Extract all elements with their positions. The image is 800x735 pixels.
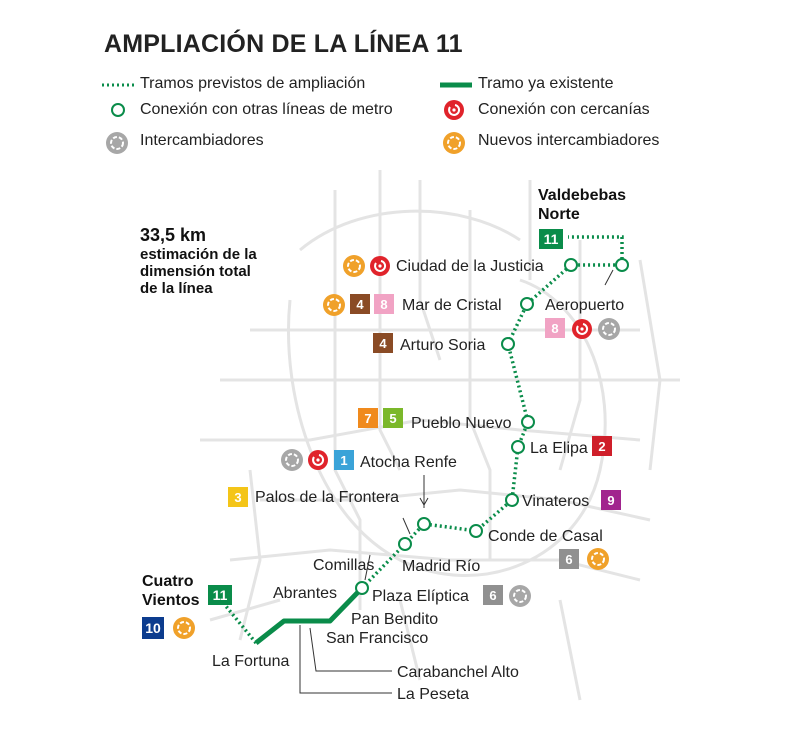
legend-solid-line-icon: [440, 82, 472, 88]
line-badge-8-mar-de-cristal: [374, 294, 394, 314]
line-badge-8-aeropuerto: [545, 318, 565, 338]
station-label-aeropuerto: Aeropuerto: [545, 297, 624, 314]
station-label-plaza-eliptica: Plaza Elíptica: [372, 588, 469, 605]
line-badge-1-atocha-renfe-text: 1: [340, 453, 347, 468]
station-label-la-peseta: La Peseta: [397, 686, 469, 703]
line-badge-6-plaza-eliptica-text: 6: [489, 588, 496, 603]
line-badge-4-mar-de-cristal: [350, 294, 370, 314]
line-badge-4-arturo-soria-text: 4: [379, 336, 387, 351]
station-label-carabanchel-alto: Carabanchel Alto: [397, 664, 519, 681]
cercanias-icon: [571, 318, 593, 340]
metro-connection-icon: [111, 103, 125, 117]
line-badge-9-vinateros: [601, 490, 621, 510]
terminal-north-name-1: Valdebebas: [538, 187, 626, 204]
station-label-la-fortuna: La Fortuna: [212, 653, 289, 670]
line11-badge-south-text: 11: [213, 587, 228, 603]
line-badge-6-conde-de-casal: [559, 549, 579, 569]
line-badge-4-arturo-soria: [373, 333, 393, 353]
station-label-pueblo-nuevo: Pueblo Nuevo: [411, 415, 512, 432]
station-circle-madrid-rio: [398, 537, 412, 551]
line-badge-6-plaza-eliptica: [483, 585, 503, 605]
distance-line2: dimensión total: [140, 263, 251, 280]
station-label-palos-de-la-frontera: Palos de la Frontera: [255, 489, 399, 506]
terminal-south-name-1: Cuatro: [142, 573, 194, 590]
cercanias-icon: [444, 100, 464, 120]
line-badge-4-mar-de-cristal-text: 4: [356, 297, 364, 312]
background-network: [200, 170, 680, 701]
station-label-comillas: Comillas: [313, 557, 374, 574]
line-badge-7-pueblo-nuevo-text: 7: [364, 411, 371, 426]
distance-note: 33,5 km estimación de la dimensión total…: [140, 225, 257, 297]
station-label-atocha-renfe: Atocha Renfe: [360, 454, 457, 471]
station-label-vinateros: Vinateros: [522, 493, 589, 510]
station-circle-ciudad-de-la-justicia: [564, 258, 578, 272]
station-circle-plaza-eliptica: [355, 581, 369, 595]
page-title: AMPLIACIÓN DE LA LÍNEA 11: [104, 30, 463, 58]
line-badge-2-la-elipa-text: 2: [598, 439, 605, 454]
line11-badge-north: [539, 229, 563, 249]
station-circle-la-elipa: [511, 440, 525, 454]
new-interchange-icon: [322, 293, 346, 317]
line-badge-8-mar-de-cristal-text: 8: [380, 297, 387, 312]
distance-line3: de la línea: [140, 280, 213, 297]
distance-line1: estimación de la: [140, 246, 257, 263]
station-label-san-francisco: San Francisco: [326, 630, 428, 647]
station-label-pan-bendito: Pan Bendito: [351, 611, 438, 628]
legend-interchanges: Intercambiadores: [140, 132, 264, 149]
new-interchange-icon: [443, 132, 465, 154]
station-circle-atocha-renfe: [417, 517, 431, 531]
line-badge-7-pueblo-nuevo: [358, 408, 378, 428]
line-badge-6-conde-de-casal-text: 6: [565, 552, 572, 567]
legend-dotted-line-icon: [102, 83, 134, 87]
line-badge-8-aeropuerto-text: 8: [551, 321, 558, 336]
cercanias-icon: [369, 255, 391, 277]
line-badge-2-la-elipa: [592, 436, 612, 456]
station-label-conde-de-casal: Conde de Casal: [488, 528, 603, 545]
station-label-ciudad-de-la-justicia: Ciudad de la Justicia: [396, 258, 544, 275]
legend-new-interchanges: Nuevos intercambiadores: [478, 132, 660, 149]
line-badge-5-pueblo-nuevo: [383, 408, 403, 428]
line11-planned-main: [360, 235, 624, 590]
station-circle-vinateros: [505, 493, 519, 507]
station-label-abrantes: Abrantes: [273, 585, 337, 602]
interchange-icon: [597, 317, 621, 341]
new-interchange-icon: [586, 547, 610, 571]
station-circles: [355, 258, 629, 595]
line11-existing: [254, 586, 364, 645]
line11-badge-north-text: 11: [544, 231, 559, 247]
new-interchange-icon: [172, 616, 196, 640]
legend-planned: Tramos previstos de ampliación: [140, 75, 366, 92]
line-badge-3-palos-de-la-frontera: [228, 487, 248, 507]
interchange-icon: [280, 448, 304, 472]
station-circle-pueblo-nuevo: [521, 415, 535, 429]
line-badge-5-pueblo-nuevo-text: 5: [389, 411, 396, 426]
station-circle-arturo-soria: [501, 337, 515, 351]
legend-existing: Tramo ya existente: [478, 75, 614, 92]
interchange-icon: [106, 132, 128, 154]
line10-badge: [142, 617, 164, 639]
terminal-south-name-2: Vientos: [142, 592, 200, 609]
line-badge-3-palos-de-la-frontera-text: 3: [234, 490, 241, 505]
station-label-madrid-rio: Madrid Río: [402, 558, 480, 575]
station-label-mar-de-cristal: Mar de Cristal: [402, 297, 502, 314]
cercanias-icon: [307, 449, 329, 471]
terminal-north-name-2: Norte: [538, 206, 580, 223]
line11-badge-south: [208, 585, 232, 605]
station-circle-conde-de-casal: [469, 524, 483, 538]
legend-cercanias: Conexión con cercanías: [478, 101, 650, 118]
pointer-lines: [299, 269, 614, 694]
legend-metro-connection: Conexión con otras líneas de metro: [140, 101, 393, 118]
line10-badge-text: 10: [145, 620, 161, 636]
distance-value: 33,5 km: [140, 225, 207, 245]
station-circle-aeropuerto: [615, 258, 629, 272]
station-label-arturo-soria: Arturo Soria: [400, 337, 485, 354]
station-circle-mar-de-cristal: [520, 297, 534, 311]
station-label-la-elipa: La Elipa: [530, 440, 588, 457]
line-badge-1-atocha-renfe: [334, 450, 354, 470]
new-interchange-icon: [342, 254, 366, 278]
line-badge-9-vinateros-text: 9: [607, 493, 614, 508]
interchange-icon: [508, 584, 532, 608]
line11-planned-south: [223, 603, 258, 645]
